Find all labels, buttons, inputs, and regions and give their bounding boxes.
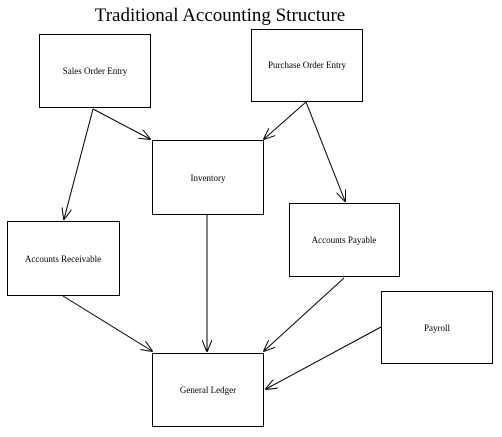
edge-sales-order-to-inventory xyxy=(92,108,150,139)
edge-payroll-to-general-ledger xyxy=(266,326,382,389)
node-inventory: Inventory xyxy=(152,140,264,215)
edge-sales-order-to-accounts-receivable xyxy=(64,108,94,219)
node-sales-order-entry: Sales Order Entry xyxy=(39,34,151,108)
edge-purchase-order-to-inventory xyxy=(264,101,307,139)
diagram-title: Traditional Accounting Structure xyxy=(95,5,346,26)
edge-accounts-receivable-to-general-ledger xyxy=(62,295,152,351)
node-general-ledger: General Ledger xyxy=(152,353,264,427)
edges xyxy=(62,101,382,389)
node-purchase-order-entry: Purchase Order Entry xyxy=(251,29,363,102)
node-accounts-payable: Accounts Payable xyxy=(289,203,400,277)
node-label: Inventory xyxy=(191,173,226,183)
edge-purchase-order-to-accounts-payable xyxy=(305,101,345,201)
node-label: Accounts Payable xyxy=(312,235,377,245)
node-label: Accounts Receivable xyxy=(25,254,101,264)
node-label: Purchase Order Entry xyxy=(268,60,346,70)
node-accounts-receivable: Accounts Receivable xyxy=(7,221,120,296)
node-payroll: Payroll xyxy=(381,291,493,364)
node-label: Sales Order Entry xyxy=(63,66,128,76)
node-label: General Ledger xyxy=(180,385,236,395)
node-label: Payroll xyxy=(424,323,450,333)
edge-accounts-payable-to-general-ledger xyxy=(264,277,345,351)
